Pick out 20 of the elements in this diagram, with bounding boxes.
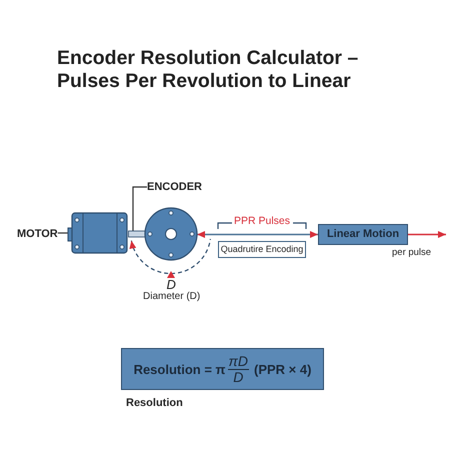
edge-label: per pulse: [392, 246, 432, 259]
leader-line: [58, 232, 68, 234]
encoder-drawing: [128, 207, 198, 261]
dimension-caption: Diameter (D): [143, 291, 200, 303]
formula-text: Resolution = π: [134, 362, 226, 376]
box-label: Resolution: [126, 396, 183, 410]
double-arrow: [197, 231, 318, 238]
motor-drawing: [67, 212, 128, 254]
info-box: Quadrutire Encoding: [218, 241, 306, 258]
formula-box: [121, 348, 324, 390]
dimension-label: D: [166, 278, 176, 292]
part-label: MOTOR: [17, 227, 58, 241]
process-box: Linear Motion: [318, 224, 408, 245]
numerator: πD: [228, 354, 249, 370]
leader-line: [132, 186, 147, 231]
title: Encoder Resolution Calculator – Pulses Per Revolution to Linear: [57, 47, 360, 93]
arrow: [408, 231, 446, 238]
denominator: D: [232, 370, 244, 384]
part-label: ENCODER: [147, 180, 202, 194]
formula-text: (PPR × 4): [254, 362, 312, 376]
